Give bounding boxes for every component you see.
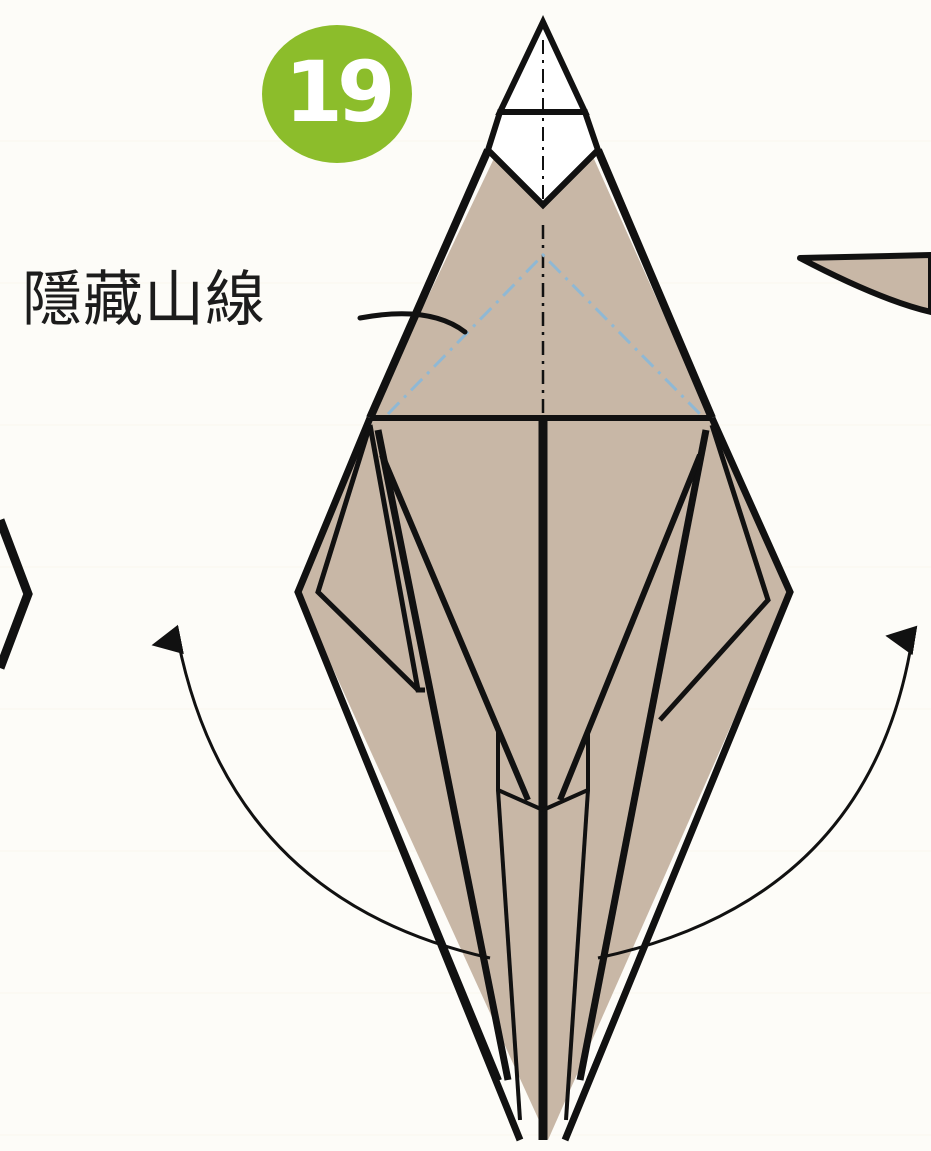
- left-flap-line-5: [298, 594, 502, 1081]
- left-flap-line-3: [374, 429, 512, 1081]
- right-flap-line-4: [586, 597, 790, 1081]
- previous-step-shape-edge: [0, 518, 33, 670]
- head-right-edge: [594, 148, 716, 420]
- origami-model-upper-head: [370, 150, 710, 418]
- left-flap-line-4: [379, 453, 531, 802]
- head-left-edge: [366, 148, 492, 420]
- hidden-mountain-fold-label: 隱藏山線: [22, 265, 266, 335]
- left-rotate-arrow: [151, 624, 491, 960]
- right-rotate-arrow: [597, 625, 918, 960]
- left-flap-line-1: [315, 424, 420, 692]
- head-inner-v: [485, 147, 601, 210]
- hidden-mountain-fold-line: [386, 252, 702, 416]
- next-step-shape-edge: [797, 252, 931, 315]
- center-inner-right: [564, 789, 590, 1121]
- step-number-badge: 19: [262, 25, 412, 163]
- lower-outer-left-edge: [294, 416, 524, 1142]
- right-flap-line-3: [557, 453, 703, 802]
- right-flap-line-2: [576, 429, 710, 1081]
- center-inner-left: [496, 789, 522, 1121]
- callout-leader-line: [357, 311, 468, 335]
- right-flap-line-1: [658, 424, 771, 722]
- step-number: 19: [284, 43, 396, 141]
- left-flap-line-2: [367, 424, 425, 693]
